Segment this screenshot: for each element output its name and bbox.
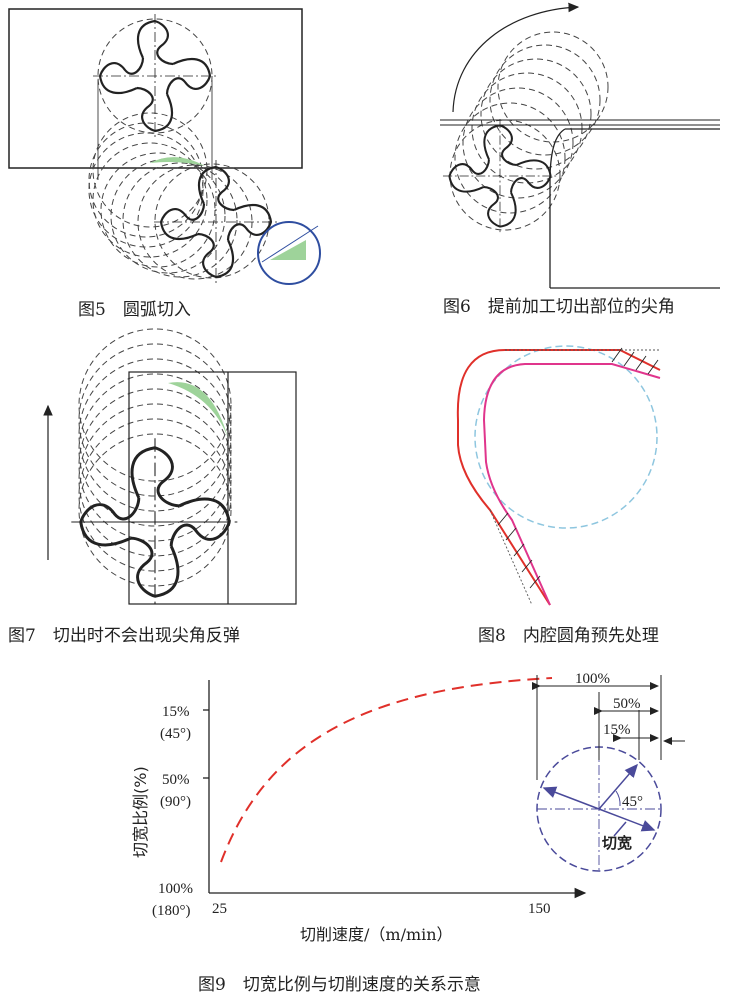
cut-region-green [150,157,205,166]
dim-15: 15% [603,722,631,738]
cut-region-green [168,382,228,438]
corner-circle [474,345,658,529]
zoom-detail [257,221,321,285]
y-tick-15: 15% [162,704,190,720]
dim-50: 50% [613,696,641,712]
motion-arrow [452,2,580,113]
x-tick-150: 150 [528,901,551,917]
fig6-caption: 图6 提前加工切出部位的尖角 [443,297,675,317]
figure-9: 15% (45°) 50% (90°) 100% (180°) 25 150 切… [131,671,685,995]
figure-5: 图5 圆弧切入 [8,8,321,320]
figure-7: 图7 切出时不会出现尖角反弹 [8,328,297,646]
dashed-tool-path [78,328,232,587]
angle-45: 45° [622,794,643,810]
y-tick-100: 100% [158,881,193,897]
chart-axes [203,680,587,899]
x-axis-label: 切削速度/（m/min） [300,925,453,944]
figure-6: 图6 提前加工切出部位的尖角 [440,2,720,317]
fig9-caption: 图9 切宽比例与切削速度的关系示意 [198,975,481,995]
series-curve [220,677,553,863]
y-tick-15-angle: (45°) [160,726,191,742]
x-tick-25: 25 [212,901,227,917]
dim-100: 100% [575,671,610,687]
dashed-tool-path [449,31,609,231]
contour-magenta [482,363,661,606]
fig5-caption: 图5 圆弧切入 [78,300,191,320]
hatch-marks [497,347,659,589]
y-axis-label: 切宽比例(%) [131,766,150,858]
width-inset: 100% 50% 15% 45° 切宽 [532,671,685,872]
cutter-start [91,12,219,140]
fig7-caption: 图7 切出时不会出现尖角反弹 [8,626,240,646]
fig8-caption: 图8 内腔圆角预先处理 [478,626,659,646]
width-label: 切宽 [602,834,632,852]
contour-red [456,349,661,606]
dotted-boundary [489,349,660,606]
chart-series [220,677,553,863]
figure-8: 图8 内腔圆角预先处理 [456,345,661,646]
workpiece-rect [128,371,297,605]
y-tick-100-angle: (180°) [152,903,191,919]
y-tick-50-angle: (90°) [160,794,191,810]
workpiece-rect [8,8,303,169]
y-tick-50: 50% [162,772,190,788]
